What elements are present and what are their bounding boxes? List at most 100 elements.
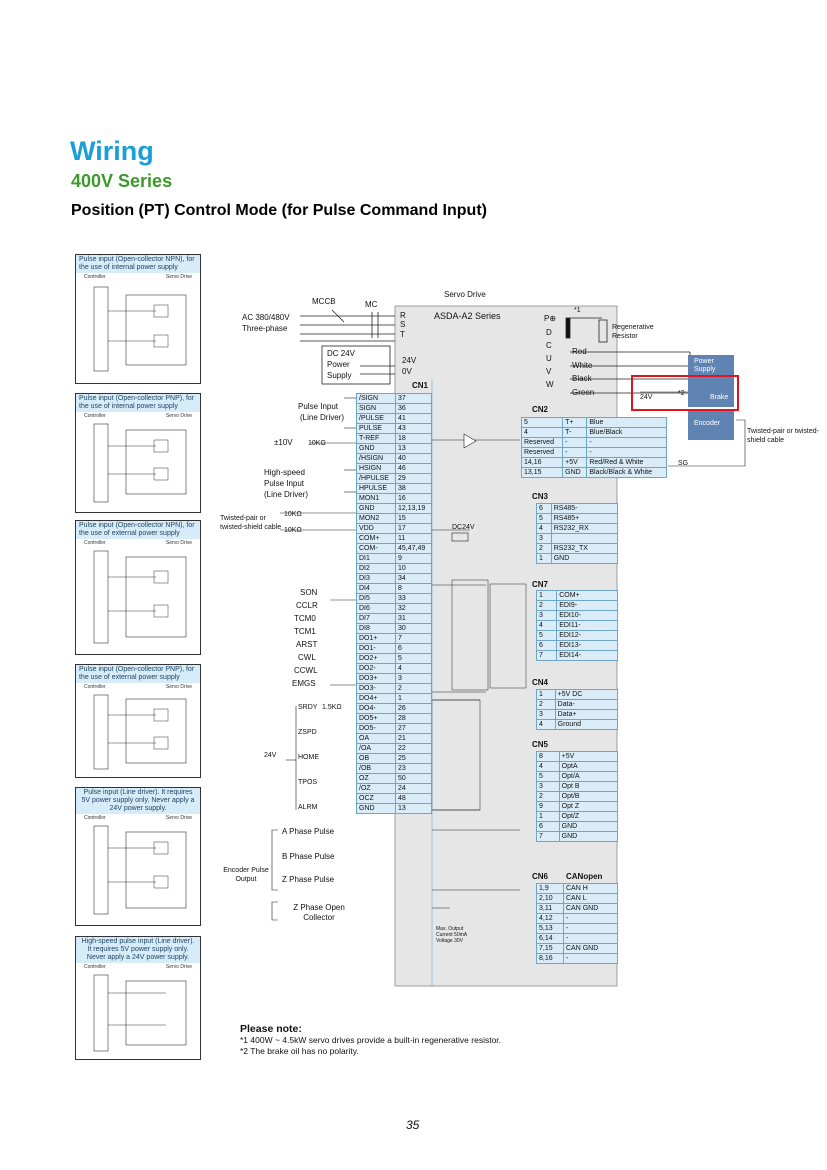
cn1-cell: OZ [355, 773, 397, 784]
cn1-row: DO5+28 [355, 713, 432, 724]
cn1-cell: 29 [395, 473, 432, 484]
dc-power-label: Power [327, 360, 350, 369]
cn1-cell: DO2- [355, 663, 397, 674]
cn1-cell: DI5 [355, 593, 397, 604]
dc24v-label: DC 24V [327, 349, 356, 358]
panel-drive-label: Servo Drive [165, 413, 192, 419]
di-opto-blocks [431, 579, 527, 811]
cn3-cell: RS232_RX [550, 523, 619, 534]
cn6-cell: 6,14 [536, 933, 564, 944]
cn1-cell: /PULSE [355, 413, 397, 424]
cn5-cell: Opt Z [558, 801, 619, 812]
side-panel-line-driver: Pulse input (Line driver). It requires 5… [75, 787, 201, 926]
hs-pulse-label-1: High-speed [264, 468, 305, 477]
cn1-cell: DO3+ [355, 673, 397, 684]
cn1-cell: 2 [395, 683, 432, 694]
cn3-cell: RS485+ [550, 513, 619, 524]
cn3-cell: 6 [536, 503, 552, 514]
cn5-cell: 1 [536, 811, 560, 822]
cn1-cell: /SIGN [355, 393, 397, 404]
cn1-row: DO2-4 [355, 663, 432, 674]
cn1-cell: 13 [395, 443, 432, 454]
cn1-row: DO3-2 [355, 683, 432, 694]
cn6-cell: 3,11 [536, 903, 564, 914]
cn7-cell: 1 [535, 590, 558, 601]
b-phase-label: B Phase Pulse [282, 852, 335, 861]
panel-title: Pulse input (Open-collector PNP), for th… [76, 394, 200, 412]
do-home: HOME [298, 754, 319, 761]
sg-label: SG [678, 460, 689, 467]
encoder-box [688, 410, 734, 440]
cn1-cell: 28 [395, 713, 432, 724]
cn1-cell: 24 [395, 783, 432, 794]
page-number: 35 [406, 1118, 420, 1132]
cn1-row: DO1+7 [355, 633, 432, 644]
panel-controller-label: Controller [84, 964, 106, 970]
dc24v-small: DC24V [452, 524, 475, 531]
cn1-cell: DO5- [355, 723, 397, 734]
twisted-pair-right: Twisted-pair or twisted-shield cable [747, 428, 819, 444]
hs-pulse-label-2: Pulse Input [264, 479, 305, 488]
cn1-row: DO5-27 [355, 723, 432, 734]
cn1-cell: VDD [355, 523, 397, 534]
cn4-cell: 2 [536, 699, 556, 710]
terminal-d: D [546, 328, 552, 337]
cn6-cell: 8,16 [536, 953, 564, 964]
di-cclr: CCLR [296, 601, 318, 610]
three-phase-label: Three-phase [242, 324, 288, 333]
power-input-lines [300, 309, 395, 385]
cn1-cell: COM+ [355, 533, 397, 544]
model-label: ASDA-A2 Series [434, 311, 501, 321]
mon1-res: 10KΩ [284, 511, 302, 518]
cn6-cell: - [562, 953, 619, 964]
cn6-cell: CAN L [562, 893, 619, 904]
mode-heading: Position (PT) Control Mode (for Pulse Co… [71, 202, 487, 219]
cn5-cell: Opt B [558, 781, 619, 792]
panel-controller-label: Controller [84, 413, 106, 419]
do-alrm: ALRM [298, 804, 318, 811]
cn7-cell: COM+ [556, 590, 618, 601]
cn6-cell: - [562, 933, 619, 944]
brake-highlight-box [631, 375, 739, 411]
cn1-cell: GND [355, 503, 397, 514]
cn1-cell: OCZ [355, 793, 397, 804]
cn3-cell: RS485- [550, 503, 619, 514]
cn1-cell: 4 [395, 663, 432, 674]
cn1-row: DO3+3 [355, 673, 432, 684]
cn1-cell: DI4 [355, 583, 397, 594]
cn2-cell: T+ [562, 417, 588, 428]
a-phase-label: A Phase Pulse [282, 827, 335, 836]
cn1-cell: 26 [395, 703, 432, 714]
cn5-cell: 9 [536, 801, 560, 812]
cn1-cell: 21 [395, 733, 432, 744]
cn1-cell: GND [355, 443, 397, 454]
cn2-cell: - [586, 447, 667, 458]
cn1-cell: 32 [395, 603, 432, 614]
cn1-cell: PULSE [355, 423, 397, 434]
terminal-w: W [546, 380, 554, 389]
cn6-cell: CAN H [562, 883, 619, 894]
cn1-cell: T-REF [355, 433, 397, 444]
cn4-cell: 4 [536, 719, 556, 730]
cn1-cell: 18 [395, 433, 432, 444]
cn1-cell: DO1- [355, 643, 397, 654]
cn6-row: 8,16- [536, 953, 619, 964]
power-supply-box [688, 355, 734, 377]
cn6-cell: CAN GND [562, 903, 619, 914]
cn6-row: 6,14- [536, 933, 619, 944]
cn1-cell: 43 [395, 423, 432, 434]
